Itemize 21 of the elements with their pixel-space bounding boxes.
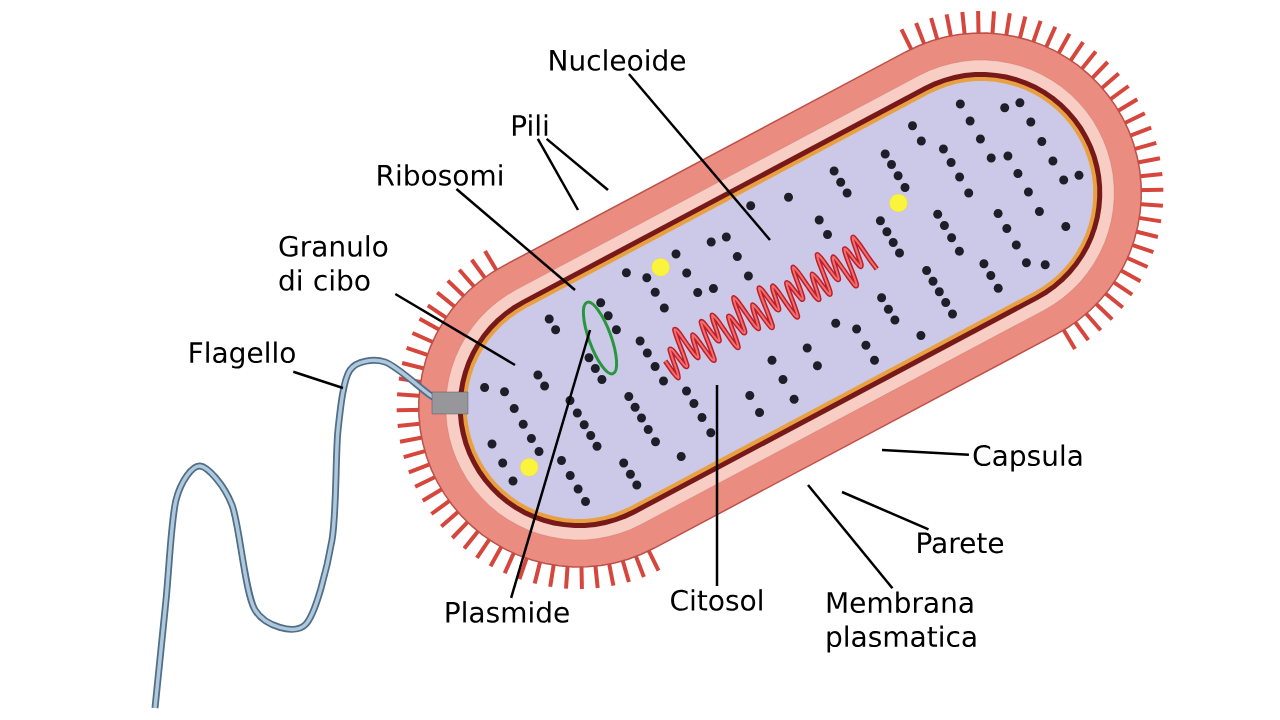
- leader-line: [807, 484, 894, 590]
- leader-line: [394, 292, 516, 367]
- leader-line: [509, 329, 592, 599]
- leader-line: [536, 138, 580, 211]
- part-label: Nucleoide: [550, 49, 686, 71]
- part-label: Plasmide: [446, 601, 569, 623]
- part-label: Granulo di cibo: [279, 235, 388, 291]
- leader-line: [455, 188, 576, 291]
- part-label: Ribosomi: [378, 164, 502, 186]
- leader-line: [881, 448, 969, 456]
- part-label: Citosol: [671, 589, 762, 611]
- part-label: Parete: [918, 532, 1004, 554]
- leader-line: [627, 73, 771, 241]
- leader-line: [715, 385, 719, 586]
- part-label: Pili: [512, 114, 548, 136]
- leader-line: [841, 490, 930, 531]
- leader-line: [292, 370, 344, 390]
- part-label: Membrana plasmatica: [827, 591, 976, 653]
- leader-line: [545, 137, 609, 191]
- part-label: Flagello: [190, 341, 295, 369]
- part-label: Capsula: [973, 444, 1082, 472]
